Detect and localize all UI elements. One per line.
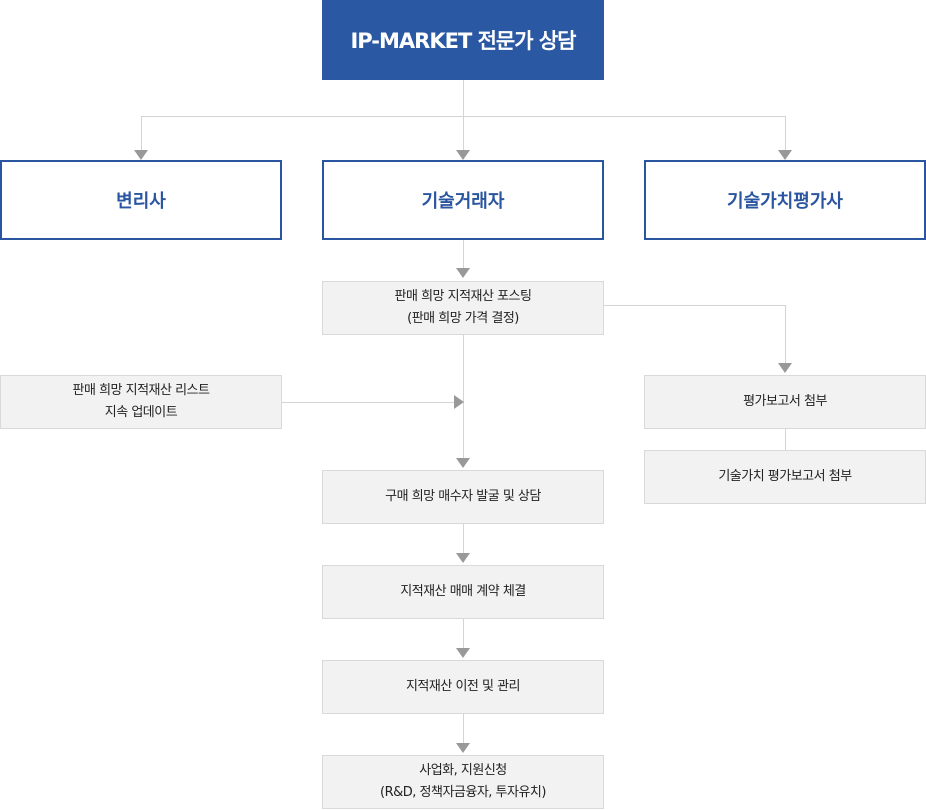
step-text: 지적재산 이전 및 관리	[405, 679, 521, 694]
step-text: 지속 업데이트	[104, 405, 178, 420]
arrow-right-icon	[454, 395, 464, 409]
connector-line	[785, 116, 786, 154]
step-text: 구매 희망 매수자 발굴 및 상담	[385, 489, 541, 504]
step-text: 판매 희망 지적재산 리스트	[72, 383, 210, 398]
category-tech-valuator: 기술가치평가사	[644, 160, 926, 240]
category-tech-broker: 기술거래자	[322, 160, 604, 240]
arrow-down-icon	[456, 648, 470, 658]
arrow-down-icon	[456, 458, 470, 468]
step-text: 지적재산 매매 계약 체결	[400, 584, 526, 599]
connector-line	[463, 80, 464, 154]
step-transfer: 지적재산 이전 및 관리	[322, 660, 604, 714]
category-patent-attorney: 변리사	[0, 160, 282, 240]
step-text: (R&D, 정책자금융자, 투자유치)	[380, 785, 546, 800]
step-commercialization: 사업화, 지원신청 (R&D, 정책자금융자, 투자유치)	[322, 755, 604, 809]
arrow-down-icon	[456, 268, 470, 278]
arrow-down-icon	[456, 150, 470, 160]
step-text: 기술가치 평가보고서 첨부	[718, 469, 852, 484]
connector-line	[785, 305, 786, 365]
step-attach-report: 평가보고서 첨부	[644, 375, 926, 429]
connector-line	[785, 429, 786, 450]
step-text: 판매 희망 지적재산 포스팅	[394, 289, 532, 304]
connector-line	[604, 305, 786, 306]
arrow-down-icon	[778, 150, 792, 160]
arrow-down-icon	[778, 363, 792, 373]
title-box: IP-MARKET 전문가 상담	[322, 0, 604, 80]
connector-line	[463, 714, 464, 744]
step-posting: 판매 희망 지적재산 포스팅 (판매 희망 가격 결정)	[322, 281, 604, 335]
connector-line	[463, 524, 464, 554]
connector-line	[141, 116, 786, 117]
connector-line	[463, 619, 464, 649]
step-find-buyer: 구매 희망 매수자 발굴 및 상담	[322, 470, 604, 524]
arrow-down-icon	[456, 553, 470, 563]
connector-line	[141, 116, 142, 154]
arrow-down-icon	[134, 150, 148, 160]
step-contract: 지적재산 매매 계약 체결	[322, 565, 604, 619]
step-list-update: 판매 희망 지적재산 리스트 지속 업데이트	[0, 375, 282, 429]
step-text: 사업화, 지원신청	[419, 763, 507, 778]
step-attach-valuation-report: 기술가치 평가보고서 첨부	[644, 450, 926, 504]
step-text: 평가보고서 첨부	[743, 394, 827, 409]
arrow-down-icon	[456, 743, 470, 753]
connector-line	[463, 240, 464, 270]
connector-line	[282, 402, 456, 403]
step-text: (판매 희망 가격 결정)	[407, 311, 519, 326]
